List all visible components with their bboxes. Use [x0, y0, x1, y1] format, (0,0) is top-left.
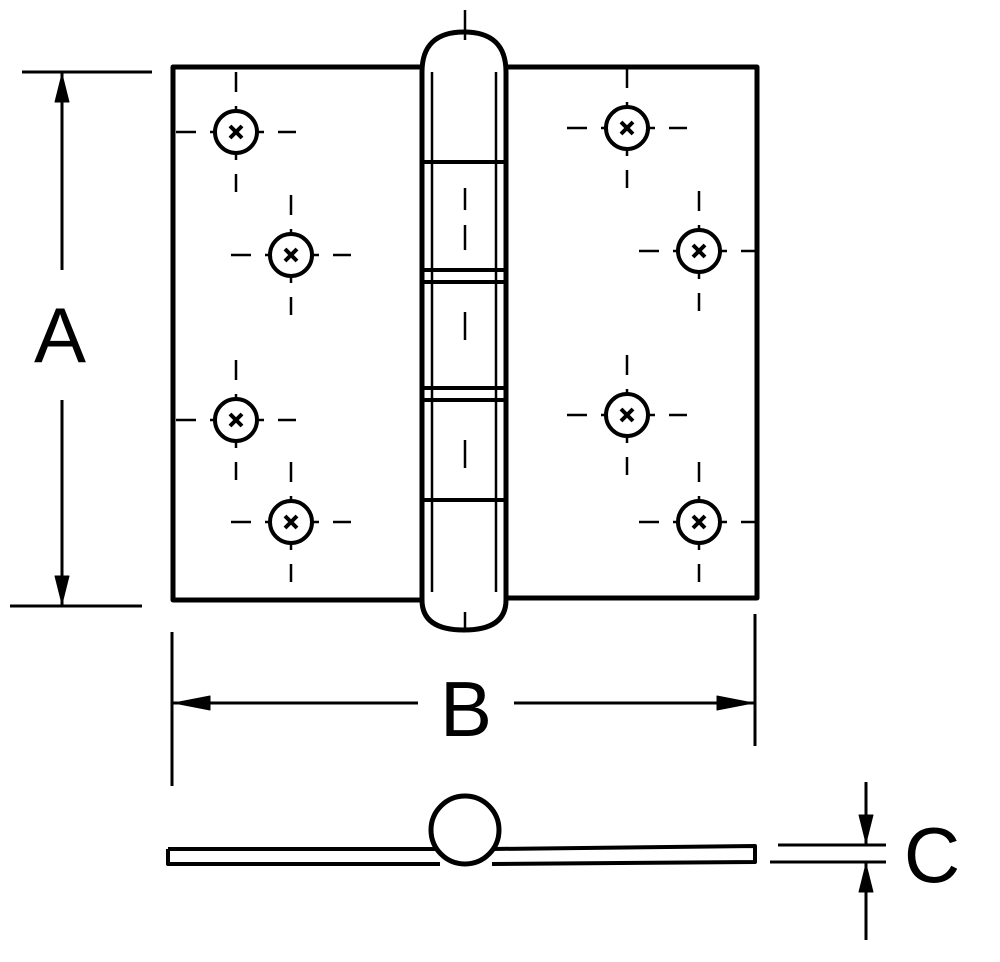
dimension-b: [170, 614, 757, 786]
screw-hole: [231, 195, 351, 315]
screw-hole: [567, 68, 687, 188]
screw-hole: [231, 462, 351, 582]
dimension-c-label: C: [904, 811, 960, 899]
dimension-a: [10, 70, 152, 608]
screw-hole: [639, 462, 759, 582]
screw-hole: [639, 191, 759, 311]
screw-hole: [567, 355, 687, 475]
hinge-knuckle: [419, 10, 509, 633]
hinge-side-view: [166, 793, 757, 867]
dimension-b-label: B: [440, 665, 492, 753]
screw-hole: [176, 360, 296, 480]
dimension-c: [770, 782, 886, 940]
dimension-a-label: A: [34, 291, 86, 379]
screw-hole: [176, 72, 296, 192]
left-leaf: [170, 64, 422, 603]
right-leaf: [506, 64, 760, 601]
